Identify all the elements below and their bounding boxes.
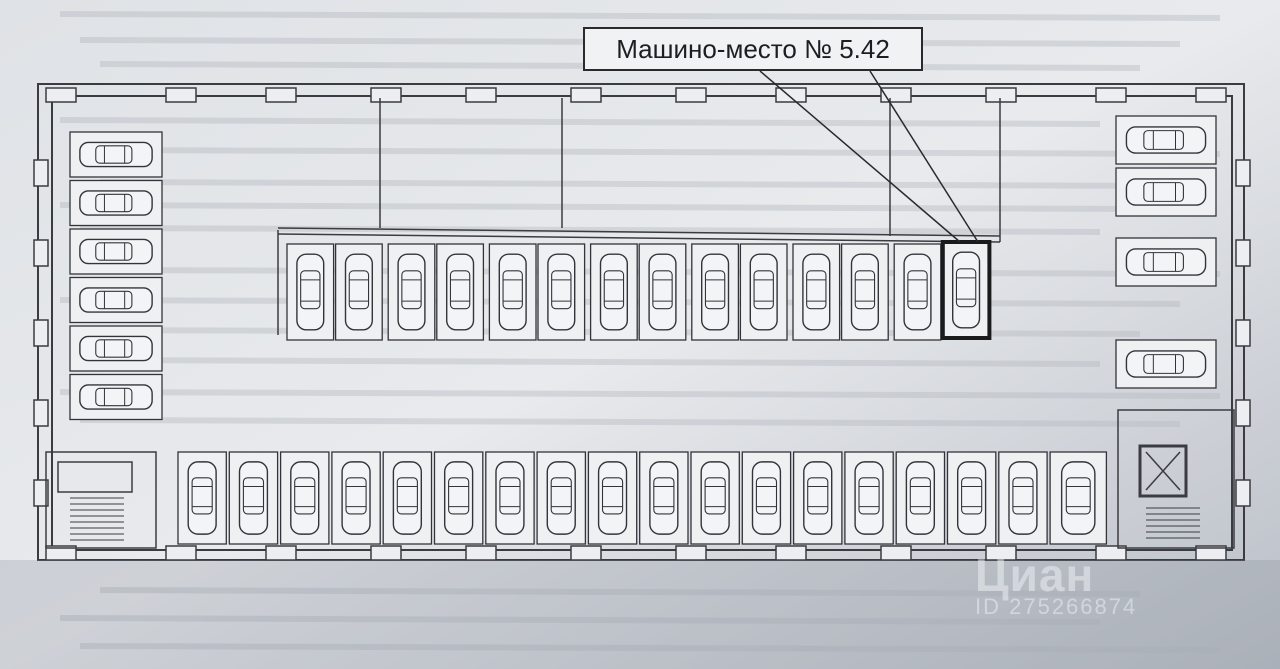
parking-space-bottom (331, 451, 381, 545)
parking-spaces (69, 115, 1217, 545)
parking-space-right (1115, 339, 1217, 389)
parking-space-top (488, 243, 537, 341)
parking-space-bottom (844, 451, 894, 545)
parking-space-top (893, 243, 942, 341)
parking-space-left (69, 276, 163, 324)
parking-space-bottom (536, 451, 587, 545)
left-stairwell (45, 451, 157, 549)
parking-space-top (739, 243, 788, 341)
watermark-brand: Циан (975, 549, 1095, 601)
parking-space-label-text: Машино-место № 5.42 (616, 33, 890, 64)
parking-space-top (387, 243, 436, 341)
parking-space-highlighted (940, 240, 992, 340)
parking-space-top (537, 243, 586, 341)
parking-space-bottom (1049, 451, 1108, 545)
parking-space-left (69, 373, 163, 421)
parking-space-top (334, 243, 383, 341)
watermark-id: ID 275266874 (975, 594, 1138, 619)
parking-space-left (69, 131, 163, 178)
parking-space-right (1115, 167, 1217, 217)
parking-space-top (638, 243, 687, 341)
shadow-overlay (0, 560, 1280, 669)
parking-space-bottom (587, 451, 638, 545)
parking-space-right (1115, 115, 1217, 165)
parking-space-label: Машино-место № 5.42 (583, 27, 923, 71)
parking-space-bottom (690, 451, 740, 545)
parking-space-bottom (792, 451, 843, 545)
parking-space-bottom (639, 451, 689, 545)
parking-space-bottom (279, 451, 330, 545)
parking-space-top (840, 243, 889, 341)
parking-space-bottom (895, 451, 946, 545)
parking-space-bottom (382, 451, 433, 545)
parking-space-left (69, 325, 163, 372)
structural-columns (33, 87, 1251, 561)
parking-space-bottom (946, 451, 997, 545)
callout-leader (759, 70, 979, 243)
parking-space-top (691, 243, 740, 341)
parking-space-bottom (228, 451, 279, 545)
parking-space-top (286, 243, 335, 341)
parking-space-right (1115, 237, 1217, 287)
parking-space-left (69, 179, 163, 227)
right-stairwell (1117, 409, 1235, 549)
parking-space-top (792, 243, 841, 341)
parking-space-bottom (741, 451, 792, 545)
parking-space-bottom (998, 451, 1048, 545)
parking-space-left (69, 228, 163, 275)
parking-space-top (589, 243, 638, 341)
parking-space-bottom (485, 451, 535, 545)
parking-space-top (436, 243, 485, 341)
interior-partitions (277, 98, 1001, 335)
watermark: Циан ID 275266874 (975, 548, 1137, 620)
parking-space-bottom (433, 451, 484, 545)
parking-space-bottom (177, 451, 227, 545)
